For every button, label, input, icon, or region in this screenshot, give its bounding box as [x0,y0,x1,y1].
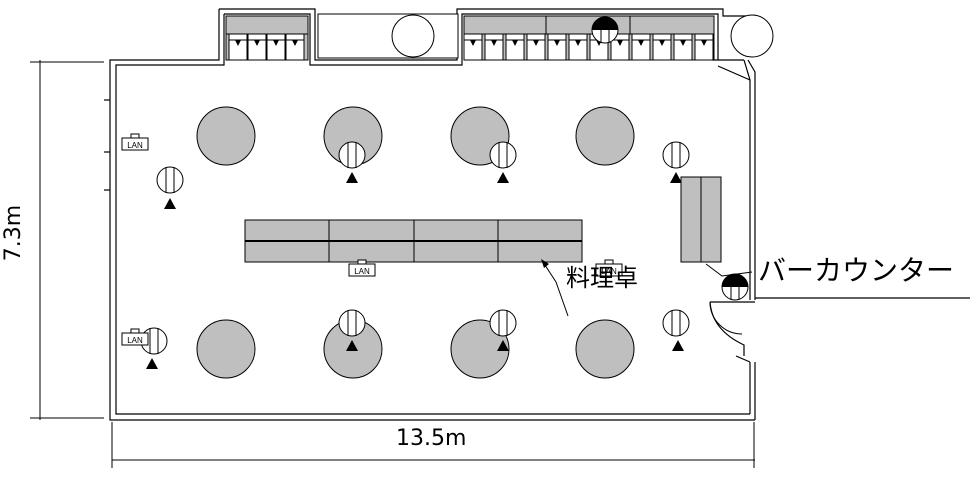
speaker-arrow-icon [146,358,158,369]
dimension-width-label: 13.5m [396,426,467,451]
bar-counter [680,176,722,263]
speaker-icon [489,141,517,169]
speaker-icon [338,309,366,337]
round-table [575,106,635,166]
cooking-table [244,219,583,263]
bar-counter-leader [705,263,753,277]
lan-outlet-icon: LAN [121,328,149,346]
speaker-arrow-icon [497,340,509,351]
speaker-arrow-icon [346,340,358,351]
svg-text:LAN: LAN [127,141,143,150]
pendant-light-icon [721,273,749,301]
speaker-arrow-icon [346,172,358,183]
speaker-arrow-icon [497,172,509,183]
entrance-door [709,301,743,335]
svg-text:LAN: LAN [127,336,143,345]
svg-text:LAN: LAN [601,267,617,276]
speaker-arrow-icon [670,172,682,183]
dimension-lines [30,60,755,468]
speaker-arrow-icon [672,340,684,351]
window-panel [317,13,459,59]
room-walls [104,8,970,421]
lan-outlet-icon: LAN [595,259,623,277]
cooking-table-leader [542,261,569,317]
speaker-icon [156,166,184,194]
cooking-table-label: 料理卓 [566,264,638,292]
bar-counter-label: バーカウンター [758,254,955,287]
svg-text:LAN: LAN [354,267,370,276]
speaker-arrow-icon [164,198,176,209]
speaker-icon [489,309,517,337]
pillar [391,14,435,58]
round-table [575,319,635,379]
lan-outlet-icon: LAN [348,259,376,277]
lan-outlet-icon: LAN [121,133,149,151]
dimension-height-label: 7.3m [1,204,27,262]
round-table [196,106,256,166]
round-table [450,319,510,379]
ceiling-light-icon [591,16,619,44]
speaker-icon [662,141,690,169]
leader-arrow-icon [541,259,549,268]
speaker-icon [662,309,690,337]
round-table [196,319,256,379]
speaker-icon [338,141,366,169]
shelf-left [225,15,309,61]
shelf-right [463,15,715,61]
pillar-corner [730,14,774,58]
